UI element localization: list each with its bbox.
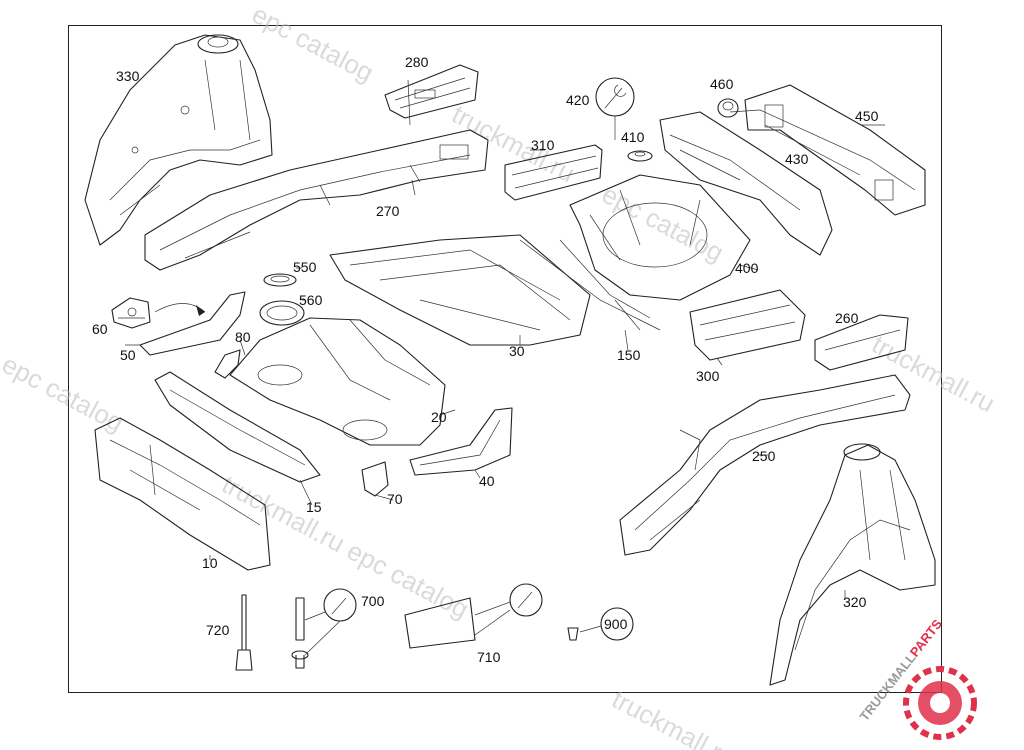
label-560: 560 <box>299 292 323 308</box>
label-410: 410 <box>621 129 645 145</box>
label-270: 270 <box>376 203 400 219</box>
label-150: 150 <box>617 347 641 363</box>
part-320-shape <box>769 443 936 686</box>
label-550: 550 <box>293 259 317 275</box>
part-330-shape <box>84 34 273 246</box>
part-460-shape <box>717 98 739 118</box>
label-280: 280 <box>405 54 429 70</box>
label-40: 40 <box>479 473 495 489</box>
label-330: 330 <box>116 68 140 84</box>
label-430: 430 <box>785 151 809 167</box>
label-250: 250 <box>752 448 776 464</box>
part-410-shape <box>627 150 653 162</box>
part-150-shape <box>559 239 651 331</box>
watermark-text: truckmall.ru <box>867 329 1000 419</box>
part-310-shape <box>504 144 603 201</box>
watermark-text: epc catalog <box>247 0 379 88</box>
part-50-shape <box>139 291 246 356</box>
label-260: 260 <box>835 310 859 326</box>
part-20-shape <box>229 317 446 446</box>
part-560-shape <box>259 300 305 326</box>
part-40-shape <box>409 407 513 476</box>
part-700-shape <box>291 588 357 669</box>
part-270-shape <box>144 129 489 271</box>
label-710: 710 <box>477 649 501 665</box>
label-720: 720 <box>206 622 230 638</box>
diagram-frame <box>68 25 942 693</box>
truckmall-logo: TRUCKMALLPARTS <box>857 616 977 740</box>
label-320: 320 <box>843 594 867 610</box>
part-280-shape <box>384 64 479 119</box>
watermark-text: epc catalog <box>0 349 129 438</box>
watermark: epc catalog truckmall.ru epc catalog epc… <box>0 0 1000 750</box>
watermark-text: truckmall.ru epc catalog <box>217 469 474 624</box>
label-450: 450 <box>855 108 879 124</box>
label-60: 60 <box>92 321 108 337</box>
label-20: 20 <box>431 409 447 425</box>
part-30-shape <box>329 234 661 346</box>
logo-brand-b: PARTS <box>907 616 946 659</box>
label-15: 15 <box>306 499 322 515</box>
label-80: 80 <box>235 329 251 345</box>
part-250-shape <box>619 374 911 556</box>
label-400: 400 <box>735 260 759 276</box>
part-70-shape <box>361 461 389 497</box>
part-80-shape <box>214 349 241 379</box>
part-10-shape <box>94 417 271 571</box>
part-420-shape <box>595 77 635 140</box>
part-15-shape <box>154 371 321 483</box>
part-300-shape <box>689 289 806 361</box>
leader-lines <box>118 79 885 600</box>
part-720-shape <box>235 594 253 671</box>
label-300: 300 <box>696 368 720 384</box>
part-550-shape <box>263 273 297 287</box>
label-30: 30 <box>509 343 525 359</box>
label-70: 70 <box>387 491 403 507</box>
part-710-shape <box>404 583 543 649</box>
label-460: 460 <box>710 76 734 92</box>
watermark-text: truckmall.ru <box>607 684 740 750</box>
label-900: 900 <box>604 616 628 632</box>
part-400-shape <box>569 174 751 301</box>
label-310: 310 <box>531 137 555 153</box>
part-260-shape <box>814 314 909 371</box>
callout-labels: 330 280 420 460 450 310 410 430 270 400 … <box>92 54 879 665</box>
label-700: 700 <box>361 593 385 609</box>
part-430-shape <box>659 111 833 256</box>
label-10: 10 <box>202 555 218 571</box>
part-60-shape <box>111 297 151 329</box>
part-900-shape <box>567 607 634 641</box>
label-50: 50 <box>120 347 136 363</box>
part-450-shape <box>744 84 926 216</box>
watermark-text: epc catalog <box>597 179 729 268</box>
label-420: 420 <box>566 92 590 108</box>
